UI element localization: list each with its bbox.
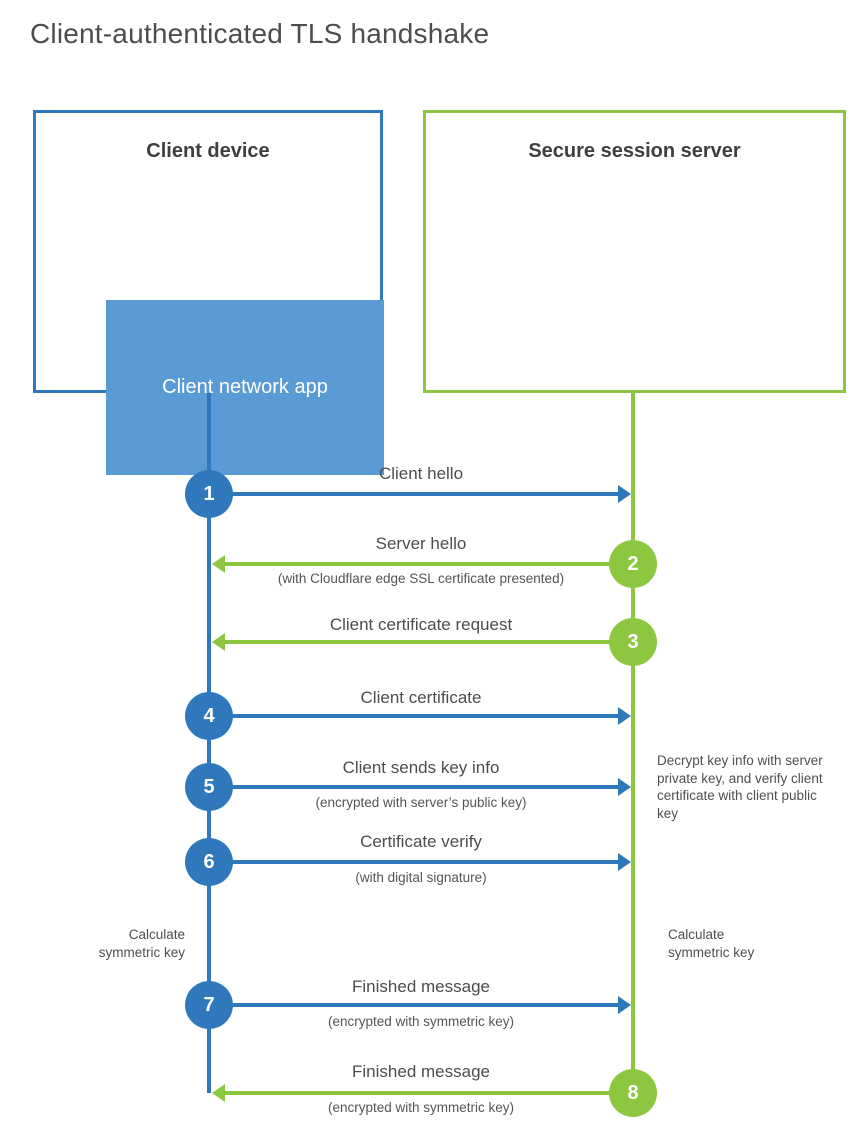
step-2-label: Server hello: [375, 534, 467, 553]
step-6-marker: 6: [185, 838, 233, 886]
client-network-app-box: Client network app: [106, 300, 384, 475]
step-8-sublabel: (encrypted with symmetric key): [327, 1100, 515, 1115]
step-7-arrow-right-icon: [209, 996, 631, 1014]
step-3-number: 3: [627, 630, 639, 653]
step-4-arrow-right-icon: [209, 707, 631, 725]
step-5-label: Client sends key info: [342, 758, 500, 777]
step-3-label: Client certificate request: [329, 615, 513, 634]
step-2-sublabel: (with Cloudflare edge SSL certificate pr…: [277, 571, 565, 586]
step-1-arrow-right-icon: [209, 485, 631, 503]
page-title: Client-authenticated TLS handshake: [30, 18, 490, 49]
step-5-sublabel: (encrypted with server’s public key): [315, 795, 527, 810]
step-3-arrow-left-icon: [212, 633, 633, 651]
step-1-marker: 1: [185, 470, 233, 518]
step-2-arrow-left-icon: [212, 555, 633, 573]
step-8-number: 8: [627, 1081, 639, 1104]
step-7-label: Finished message: [352, 977, 490, 996]
step-6-label: Certificate verify: [360, 832, 482, 851]
step-8-arrow-left-icon: [212, 1084, 633, 1102]
client-network-app-label: Client network app: [162, 376, 328, 398]
secure-session-server-title: Secure session server: [528, 140, 741, 162]
step-2-number: 2: [627, 552, 639, 575]
client-device-box: Client device Client network app: [33, 110, 384, 475]
client-lifeline: [207, 393, 211, 1093]
step-7-marker: 7: [185, 981, 233, 1029]
step-2-marker: 2: [609, 540, 657, 588]
step-5-marker: 5: [185, 763, 233, 811]
server-lifeline: [631, 393, 635, 1094]
step-6-arrow-right-icon: [209, 853, 631, 871]
step-1-label: Client hello: [378, 464, 464, 483]
step-6-number: 6: [203, 850, 215, 873]
step-7-sublabel: (encrypted with symmetric key): [327, 1014, 515, 1029]
step-6-sublabel: (with digital signature): [355, 870, 487, 885]
step-5-number: 5: [203, 775, 215, 798]
secure-session-server-box: Secure session server Secure session mod…: [423, 110, 846, 393]
step-4-number: 4: [203, 704, 215, 727]
calculate-symmetric-key-note-client: Calculate symmetric key: [98, 927, 185, 960]
calculate-symmetric-key-note-server: Calculate symmetric key: [668, 927, 755, 960]
client-device-title: Client device: [146, 140, 270, 162]
step-5-arrow-right-icon: [209, 778, 631, 796]
step-4-label: Client certificate: [360, 688, 482, 707]
step-4-marker: 4: [185, 692, 233, 740]
step-3-marker: 3: [609, 618, 657, 666]
step-8-marker: 8: [609, 1069, 657, 1117]
step-7-number: 7: [203, 993, 215, 1016]
step-1-number: 1: [203, 482, 215, 505]
decrypt-key-note: Decrypt key info with server private key…: [657, 753, 823, 821]
step-8-label: Finished message: [352, 1062, 490, 1081]
